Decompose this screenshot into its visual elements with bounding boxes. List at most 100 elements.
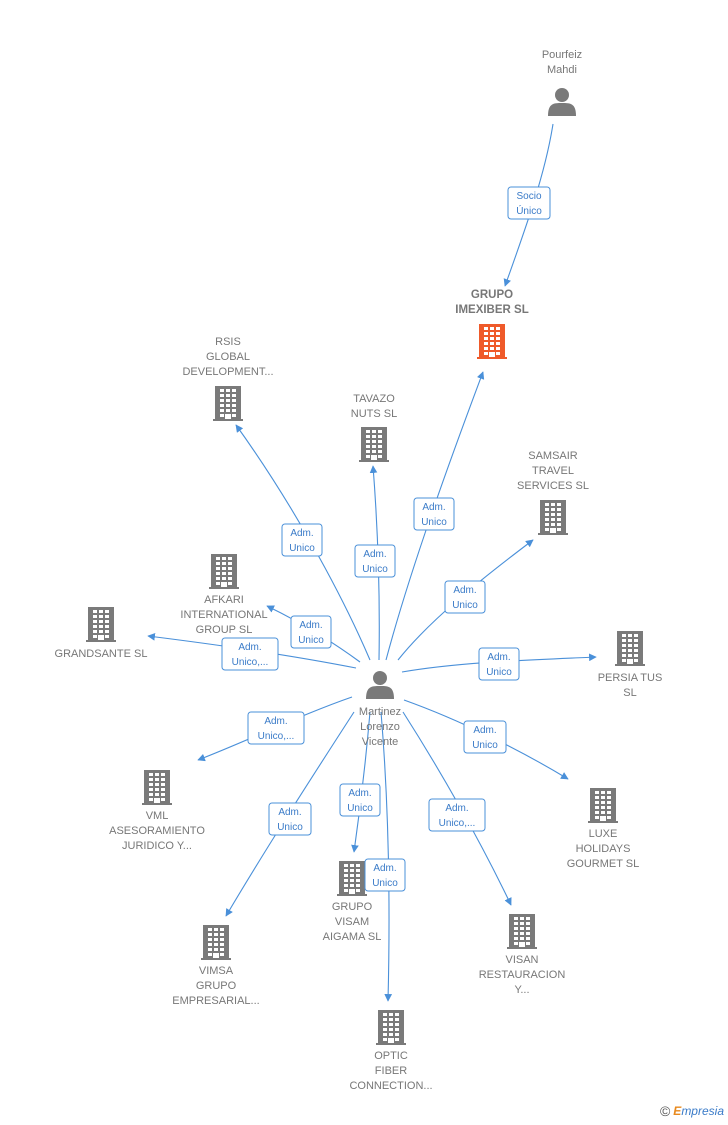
node-visan[interactable]: VISANRESTAURACIONY... (479, 914, 566, 996)
edge-label-box (339, 783, 381, 817)
edge-label-text: Unico,... (258, 731, 295, 742)
edge-label-text: Adm. (363, 549, 386, 560)
edge-label-martinez-tavazo[interactable]: Adm. Unico (354, 544, 396, 578)
node-label: TAVAZO (353, 393, 395, 405)
edge-label-martinez-optic[interactable]: Adm.Unico (364, 858, 406, 892)
node-label: GRUPO (332, 901, 373, 913)
building-icon (477, 324, 507, 359)
edge-label-box (428, 798, 486, 832)
edge-label-text: Único (516, 204, 542, 217)
edge-label-text: Socio (516, 191, 541, 202)
edge-label-box (268, 802, 312, 836)
edge-label-box (463, 720, 507, 754)
edge-label-martinez-vml[interactable]: Adm.Unico,... (247, 711, 305, 745)
node-label: Vicente (362, 736, 399, 748)
edge-label-martinez-visam[interactable]: Adm. Unico (339, 783, 381, 817)
edge-label-martinez-afkari[interactable]: Adm. Unico (290, 615, 332, 649)
node-tavazo[interactable]: TAVAZO NUTS SL (351, 393, 397, 462)
node-label: ASESORAMIENTO (109, 825, 205, 837)
copyright-icon: © (659, 1103, 671, 1119)
node-label: GROUP SL (196, 624, 253, 636)
node-label: HOLIDAYS (576, 843, 631, 855)
edge-label-text: Adm. (278, 807, 301, 818)
node-label: VIMSA (199, 965, 234, 977)
edge-label-box (354, 544, 396, 578)
node-label: Mahdi (547, 64, 577, 76)
edge-label-text: Unico,... (232, 657, 269, 668)
building-icon (337, 861, 367, 896)
node-label: JURIDICO Y... (122, 840, 192, 852)
edge-label-box (247, 711, 305, 745)
edge-label-martinez-rsis[interactable]: Adm. Unico (281, 523, 323, 557)
node-label: IMEXIBER SL (455, 304, 528, 316)
node-label: Lorenzo (360, 721, 400, 733)
edge-label-martinez-grandsante[interactable]: Adm. Unico,... (221, 637, 279, 671)
node-rsis[interactable]: RSIS GLOBAL DEVELOPMENT... (182, 336, 274, 421)
node-optic[interactable]: OPTICFIBERCONNECTION... (349, 1010, 433, 1092)
node-label: VISAM (335, 916, 369, 928)
edge-label-martinez-persia[interactable]: Adm.Unico (478, 647, 520, 681)
edge-label-box (478, 647, 520, 681)
node-label: RSIS (215, 336, 241, 348)
empresia-watermark: © Empresia (660, 1103, 724, 1119)
edge-label-martinez-vimsa[interactable]: Adm.Unico (268, 802, 312, 836)
node-label: LUXE (589, 828, 618, 840)
edge-label-box (281, 523, 323, 557)
edge-label-text: Adm. (290, 528, 313, 539)
building-icon (538, 500, 568, 535)
building-icon (86, 607, 116, 642)
node-label: GOURMET SL (567, 858, 640, 870)
edge-label-text: Adm. (238, 642, 261, 653)
brand-initial: E (673, 1104, 682, 1118)
edge-label-text: Unico (347, 803, 373, 814)
edge-label-martinez-imexiber[interactable]: Adm.Unico (413, 497, 455, 531)
edge-label-text: Unico (289, 543, 315, 554)
edge-label-text: Adm. (453, 585, 476, 596)
node-label: AFKARI (204, 594, 244, 606)
building-icon (213, 386, 243, 421)
building-icon (359, 427, 389, 462)
edge-martinez-visam (351, 711, 371, 853)
node-label: DEVELOPMENT... (182, 366, 273, 378)
node-label: FIBER (375, 1065, 407, 1077)
node-luxe[interactable]: LUXE HOLIDAYS GOURMET SL (567, 788, 640, 870)
edge-label-text: Unico (472, 740, 498, 751)
edge-label-martinez-samsair[interactable]: Adm.Unico (444, 580, 486, 614)
node-label: GRANDSANTE SL (55, 648, 148, 660)
node-label: Y... (514, 984, 529, 996)
edge-label-box (290, 615, 332, 649)
edge-label-martinez-visan[interactable]: Adm.Unico,... (428, 798, 486, 832)
edge-label-text: Unico (486, 667, 512, 678)
node-label: Martinez (359, 706, 401, 718)
edge-label-text: Unico (298, 635, 324, 646)
building-icon (615, 631, 645, 666)
building-icon (376, 1010, 406, 1045)
node-label: SAMSAIR (528, 450, 578, 462)
node-label: PERSIA TUS (598, 672, 663, 684)
node-label: SERVICES SL (517, 480, 589, 492)
edge-label-text: Adm. (299, 620, 322, 631)
edge-label-text: Adm. (348, 788, 371, 799)
edge-label-text: Adm. (422, 502, 445, 513)
node-label: VISAN (505, 954, 538, 966)
node-label: NUTS SL (351, 408, 397, 420)
node-vimsa[interactable]: VIMSAGRUPOEMPRESARIAL... (172, 925, 260, 1007)
edge-label-box (444, 580, 486, 614)
node-label: GLOBAL (206, 351, 250, 363)
edge-label-martinez-luxe[interactable]: Adm.Unico (463, 720, 507, 754)
edge-label-box (364, 858, 406, 892)
edge-label-text: Unico (362, 564, 388, 575)
person-icon (548, 88, 576, 116)
edge-martinez-optic (380, 711, 393, 1002)
node-grandsante[interactable]: GRANDSANTE SL (55, 607, 148, 660)
